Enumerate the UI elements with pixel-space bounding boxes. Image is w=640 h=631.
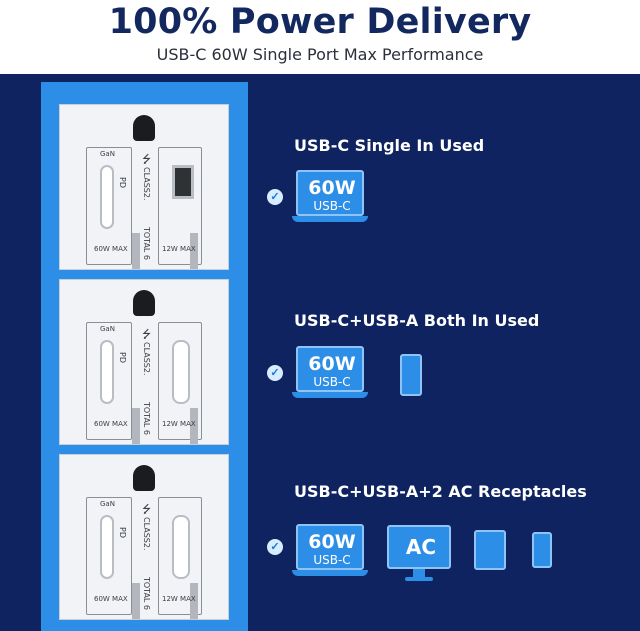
phone-icon xyxy=(532,532,552,568)
usb-icon: ⭍ xyxy=(142,154,152,166)
wattage-label: 60W xyxy=(308,353,356,375)
phone-icon xyxy=(400,354,422,396)
ac-slot xyxy=(132,233,140,269)
laptop-base xyxy=(292,570,368,576)
mode-3-title: USB-C+USB-A+2 AC Receptacles xyxy=(294,482,587,501)
max-12w-label: 12W MAX xyxy=(162,420,196,428)
usbc-port xyxy=(100,340,114,404)
wattage-label: 60W xyxy=(308,531,356,553)
monitor-foot xyxy=(405,577,433,581)
ac-slot xyxy=(190,408,198,444)
ac-slot xyxy=(132,408,140,444)
usba-frame xyxy=(158,322,202,440)
max-60w-label: 60W MAX xyxy=(94,595,128,603)
port-label: USB-C xyxy=(313,199,351,213)
check-icon: ✓ xyxy=(267,365,283,381)
ac-label: AC xyxy=(405,535,437,559)
laptop-icon: 60W USB-C xyxy=(292,170,368,226)
total-label: TOTAL 6 xyxy=(142,577,151,611)
pd-label: PD xyxy=(118,177,127,188)
usbc-frame xyxy=(86,322,132,440)
ac-slot xyxy=(190,583,198,619)
port-label: USB-C xyxy=(313,375,351,389)
page-subtitle: USB-C 60W Single Port Max Performance xyxy=(156,45,484,64)
monitor-icon: AC xyxy=(387,525,451,583)
gan-label: GaN xyxy=(100,150,115,158)
usba-frame xyxy=(158,497,202,615)
mode-2-title: USB-C+USB-A Both In Used xyxy=(294,311,540,330)
total-label: TOTAL 6 xyxy=(142,402,151,436)
usbc-frame xyxy=(86,147,132,265)
check-icon: ✓ xyxy=(267,189,283,205)
usbc-port xyxy=(100,515,114,579)
max-12w-label: 12W MAX xyxy=(162,245,196,253)
ground-hole xyxy=(133,290,155,316)
usbc-frame xyxy=(86,497,132,615)
ac-slot xyxy=(190,233,198,269)
laptop-screen: 60W USB-C xyxy=(296,170,364,216)
max-60w-label: 60W MAX xyxy=(94,420,128,428)
product-panel: GaN PD 60W MAX ⭍ CLASS2. TOTAL 6 12W MAX… xyxy=(0,74,640,631)
total-label: TOTAL 6 xyxy=(142,227,151,261)
laptop-icon: 60W USB-C xyxy=(292,346,368,402)
laptop-screen: 60W USB-C xyxy=(296,524,364,570)
outlet-strip: GaN PD 60W MAX ⭍ CLASS2. TOTAL 6 12W MAX… xyxy=(41,82,248,631)
outlet-usbc-usba-ac: GaN PD 60W MAX ⭍ CLASS2. TOTAL 6 12W MAX xyxy=(59,454,229,620)
usba-port xyxy=(172,165,194,199)
tablet-icon xyxy=(474,530,506,570)
usba-plug xyxy=(172,340,190,404)
ground-hole xyxy=(133,465,155,491)
laptop-base xyxy=(292,216,368,222)
mode-1-title: USB-C Single In Used xyxy=(294,136,485,155)
ac-slot xyxy=(132,583,140,619)
pd-label: PD xyxy=(118,352,127,363)
gan-label: GaN xyxy=(100,500,115,508)
laptop-screen: 60W USB-C xyxy=(296,346,364,392)
check-icon: ✓ xyxy=(267,539,283,555)
header: 100% Power Delivery USB-C 60W Single Por… xyxy=(0,0,640,74)
monitor-screen: AC xyxy=(387,525,451,569)
class2-label: CLASS2. xyxy=(142,517,151,551)
usb-icon: ⭍ xyxy=(142,329,152,341)
ground-hole xyxy=(133,115,155,141)
usbc-port xyxy=(100,165,114,229)
max-12w-label: 12W MAX xyxy=(162,595,196,603)
outlet-single-usbc: GaN PD 60W MAX ⭍ CLASS2. TOTAL 6 12W MAX xyxy=(59,104,229,270)
outlet-usbc-usba: GaN PD 60W MAX ⭍ CLASS2. TOTAL 6 12W MAX xyxy=(59,279,229,445)
gan-label: GaN xyxy=(100,325,115,333)
class2-label: CLASS2. xyxy=(142,342,151,376)
max-60w-label: 60W MAX xyxy=(94,245,128,253)
class2-label: CLASS2. xyxy=(142,167,151,201)
page-title: 100% Power Delivery xyxy=(108,2,532,42)
usb-icon: ⭍ xyxy=(142,504,152,516)
monitor-stand xyxy=(413,569,425,577)
port-label: USB-C xyxy=(313,553,351,567)
laptop-base xyxy=(292,392,368,398)
wattage-label: 60W xyxy=(308,177,356,199)
usba-plug xyxy=(172,515,190,579)
laptop-icon: 60W USB-C xyxy=(292,524,368,580)
pd-label: PD xyxy=(118,527,127,538)
usba-frame xyxy=(158,147,202,265)
